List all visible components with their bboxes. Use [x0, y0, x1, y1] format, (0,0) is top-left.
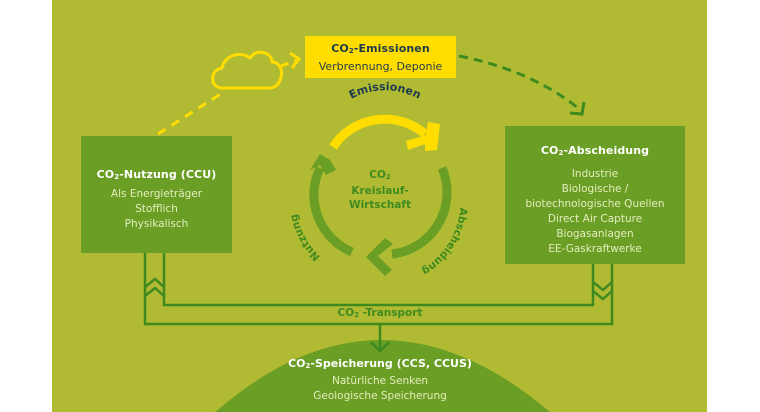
storage-mound [215, 340, 550, 412]
capture-line: Direct Air Capture [547, 213, 643, 225]
dashed-arrow-cloud-to-emissions [280, 58, 299, 68]
cycle-arrow-emissions [329, 114, 428, 150]
capture-title: CO2-Abscheidung [540, 144, 650, 157]
cycle-arrowhead-emissions [406, 122, 440, 151]
storage-title: CO2-Speicherung (CCS, CCUS) [288, 357, 472, 370]
emissions-box: CO2-Emissionen Verbrennung, Deponie [305, 36, 456, 78]
storage-text: CO2-Speicherung (CCS, CCUS) Natürliche S… [250, 356, 510, 404]
cycle-arrowhead-capture [366, 238, 393, 276]
storage-line: Geologische Speicherung [313, 390, 447, 402]
cycle-arrow-capture [391, 166, 452, 259]
transport-label: CO2 -Transport [337, 307, 423, 319]
arc-label-emissions: Emissionen [347, 80, 423, 101]
capture-line: biotechnologische Quellen [525, 198, 665, 210]
utilization-line: Physikalisch [124, 218, 189, 230]
utilization-box: CO2-Nutzung (CCU) Als Energieträger Stof… [81, 136, 232, 253]
transport-chevrons [144, 277, 613, 301]
cloud-icon [211, 50, 284, 90]
cycle-center-line3: Wirtschaft [348, 199, 411, 211]
arrowhead-emissions-to-capture [569, 101, 586, 116]
capture-box: CO2-Abscheidung Industrie Biologische / … [505, 126, 685, 264]
emissions-line: Verbrennung, Deponie [318, 60, 443, 73]
capture-line: Biologische / [561, 183, 629, 195]
cycle-center-line2: Kreislauf- [351, 185, 409, 197]
dashed-arrow-ccu-to-cloud [157, 91, 223, 136]
capture-line: Biogasanlagen [556, 228, 634, 240]
chevron-down-icon [592, 290, 613, 301]
chevron-down-icon [592, 281, 613, 292]
capture-line: Industrie [571, 168, 619, 180]
utilization-line: Stofflich [135, 203, 178, 215]
storage-line: Natürliche Senken [331, 375, 429, 387]
capture-line: EE-Gaskraftwerke [548, 243, 642, 255]
chevron-up-icon [144, 286, 165, 297]
pipe-outer [143, 253, 614, 326]
cycle-center-label: CO2 Kreislauf- Wirtschaft [330, 168, 430, 212]
chevron-up-icon [144, 277, 165, 288]
cycle-center-co2: CO2 [369, 169, 391, 181]
cycle-arrow-utilization [309, 166, 354, 257]
emissions-title: CO2-Emissionen [331, 42, 430, 55]
cycle-arrowhead-utilization [300, 154, 336, 175]
dashed-arrow-emissions-to-capture [458, 54, 579, 110]
utilization-line: Als Energieträger [110, 188, 203, 200]
utilization-title: CO2-Nutzung (CCU) [96, 168, 217, 181]
storage-arrow-head [370, 341, 390, 353]
arrowhead-cloud-to-emissions [289, 51, 302, 69]
transport-pipes [143, 253, 614, 326]
pipe-inner [162, 253, 595, 307]
